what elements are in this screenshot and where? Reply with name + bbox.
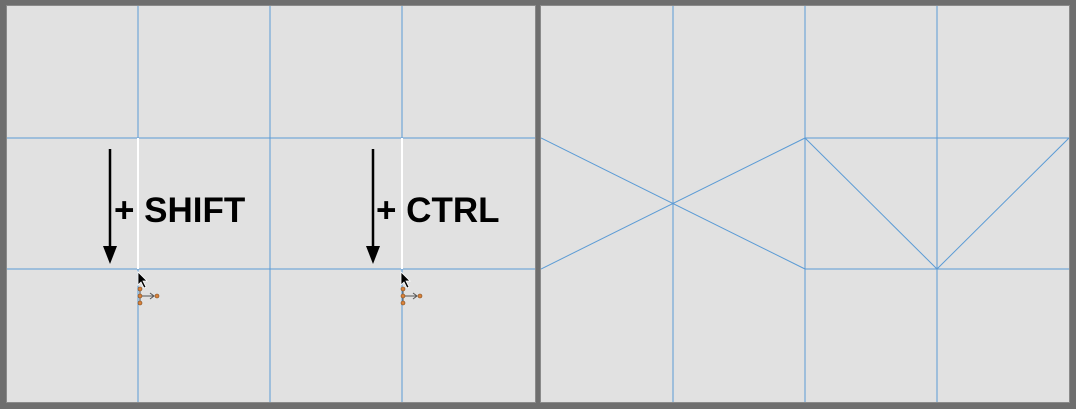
mesh-diagonal: [804, 137, 938, 270]
grid-after: [541, 6, 1069, 402]
add-point-cursor-icon: [400, 271, 423, 306]
mesh-lines: [541, 6, 1069, 402]
grid-before: [7, 6, 535, 402]
mesh-diagonal: [936, 137, 1069, 270]
add-point-cursor-icon: [137, 271, 160, 306]
shift-modifier-label: + SHIFT: [114, 191, 246, 230]
grid-panel-after: [540, 5, 1070, 403]
mesh-diagonal: [541, 137, 806, 270]
arrow-down-icon: [366, 149, 380, 264]
arrow-down-icon: [103, 149, 117, 264]
ctrl-modifier-label: + CTRL: [376, 191, 500, 230]
grid-panel-before: + SHIFT + CTRL: [6, 5, 536, 403]
